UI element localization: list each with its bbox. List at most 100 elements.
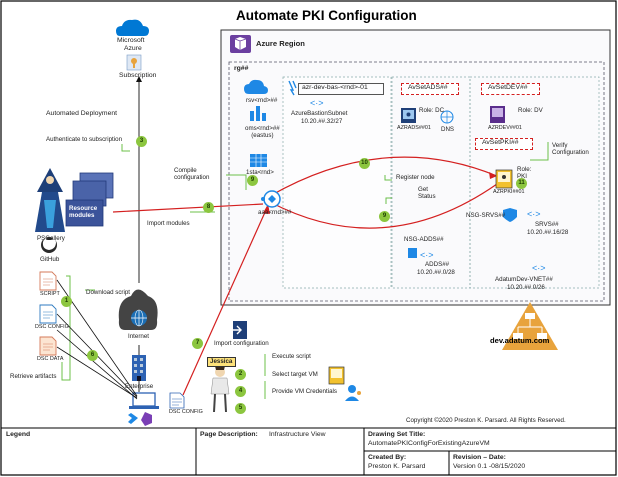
domain-orgchart-icon: [502, 302, 558, 360]
rsv-icon: [244, 79, 268, 94]
svg-text:<·>: <·>: [420, 250, 434, 260]
select-vm-label: Select target VM: [272, 371, 318, 378]
enterprise-label: Enterprise: [125, 383, 154, 390]
azure-region-label: Azure Region: [256, 39, 305, 48]
vnet-label: AdatumDev-VNET##: [495, 276, 553, 283]
vscode-icon: [128, 413, 138, 424]
psgallery-label: PSGallery: [37, 235, 65, 242]
get-status-curve: [269, 183, 498, 229]
step-badge: 5: [235, 403, 246, 414]
adds-cidr-label: 10.20.##.0/28: [417, 269, 455, 276]
step-badge: 1: [61, 296, 72, 307]
credentials-icon: [345, 385, 361, 401]
azure-region-box: [220, 29, 611, 306]
subscription-key-icon: [126, 54, 142, 71]
subscription-label: Subscription: [119, 72, 157, 79]
svg-text:<·>: <·>: [532, 263, 546, 273]
bastion-icon: [288, 80, 297, 96]
created-by-label: Created By:: [368, 454, 407, 461]
step-badge: 10: [359, 158, 370, 169]
srvs-subnet-icon: <·>: [527, 209, 541, 219]
role-dc-label: Role: DC: [419, 107, 445, 114]
page-desc-value: Infrastructure View: [269, 431, 326, 438]
avset-adds-box: [401, 83, 459, 95]
automated-deployment-label: Automated Deployment: [46, 110, 118, 117]
jessica-label-box: [207, 357, 236, 367]
step-badge: 9: [247, 175, 258, 186]
bastion-subnet-label: AzureBastionSubnet: [291, 110, 348, 117]
step-badge: 6: [87, 350, 98, 361]
aaa-label: aaa<rnd>##: [258, 209, 292, 216]
azure-region-icon: [230, 35, 251, 53]
step-badge: 11: [516, 178, 527, 189]
avset-pki-box: [475, 138, 533, 150]
dsc-config-doc-icon: [39, 304, 57, 324]
nsg-srvs-shield-icon: [503, 208, 517, 222]
resource-group-box: [228, 61, 605, 302]
oms-icon: [250, 106, 266, 121]
dsc-config-bottom-label: DSC CONFIG: [169, 409, 203, 415]
jessica-label: Jessica: [210, 358, 233, 365]
adds-subnet-box: [391, 76, 471, 289]
pki-vm-label: AZRPKI##01: [493, 189, 525, 195]
retrieve-artifacts-label: Retrieve artifacts: [10, 373, 57, 380]
srvs-cidr-label: 10.20.##.16/28: [527, 229, 569, 236]
bastion-name-label: azr-dev-bas-<rnd>-01: [302, 84, 368, 91]
drawing-set-label: Drawing Set Title:: [368, 431, 426, 438]
automation-account-icon: [261, 190, 281, 208]
step-badge: 7: [192, 338, 203, 349]
script-label: SCRIPT: [40, 291, 60, 297]
dev-vm-icon: [490, 106, 505, 123]
dns-icon: [440, 110, 454, 124]
step-badge: 9: [379, 211, 390, 222]
page-desc-label: Page Description:: [200, 431, 258, 438]
nsg-adds-label: NSG-ADDS##: [404, 236, 444, 243]
workstation-laptop-icon: [129, 392, 159, 409]
avset-adds-label: AvSetADS##: [408, 84, 448, 91]
nsg-srvs-label: NSG-SRVS##: [466, 212, 506, 219]
pki-vm-icon: [495, 169, 513, 189]
storage-account-icon: [250, 154, 267, 167]
srvs-subnet-box: [469, 76, 600, 289]
adds-vm-label: AZRADS##01: [397, 125, 431, 131]
dev-vm-label: AZRDEV##01: [488, 125, 522, 131]
bastion-subnet-box: [282, 76, 392, 289]
retrieve-bracket-2: [61, 362, 66, 381]
subscription-arrow: [136, 76, 142, 82]
enterprise-building-icon: [132, 355, 146, 381]
avset-pki-label: AvSetPKI##: [482, 139, 519, 146]
diagram-title: Automate PKI Configuration: [236, 8, 417, 23]
target-vm-icon: [328, 366, 345, 385]
import-modules-label: Import modules: [147, 220, 190, 227]
role-pki-label: Role: PKI: [517, 166, 532, 181]
dns-label: DNS: [441, 126, 455, 133]
register-node-arrowhead: [489, 172, 497, 179]
drawing-set-value: AutomatePKIConfigForExistingAzureVM: [368, 440, 490, 447]
legend-label: Legend: [6, 431, 31, 438]
github-icon: [41, 237, 57, 253]
bastion-cidr-label: 10.20.##.32/27: [301, 118, 343, 125]
execute-script-label: Execute script: [272, 353, 311, 360]
dsc-data-doc-icon: [39, 336, 57, 356]
script-doc-icon: [39, 271, 57, 291]
resource-group-label: rg##: [234, 65, 249, 72]
import-modules-line: [112, 203, 264, 213]
dsc-config-label: DSC CONFIG: [35, 324, 69, 330]
step-badge: 4: [235, 386, 246, 397]
step-badge: 8: [203, 202, 214, 213]
step-badge: 3: [136, 136, 147, 147]
adds-subnet-label: ADDS##: [425, 261, 450, 268]
azure-label-1: Microsoft: [117, 37, 145, 44]
oms-label: oms<rnd>## (eastus): [245, 125, 280, 140]
import-config-label: Import configuration: [214, 340, 269, 347]
avset-dev-box: [481, 83, 540, 95]
svg-text:<·>: <·>: [310, 98, 324, 108]
jessica-person-icon: [210, 363, 230, 413]
verify-config-label: Verify Configuration: [552, 142, 589, 157]
internet-label: Internet: [128, 333, 149, 340]
authenticate-label: Authenticate to subscription: [46, 136, 123, 143]
vnet-cidr-label: 10.20.##.0/26: [507, 284, 545, 291]
revision-label: Revision – Date:: [453, 454, 506, 461]
